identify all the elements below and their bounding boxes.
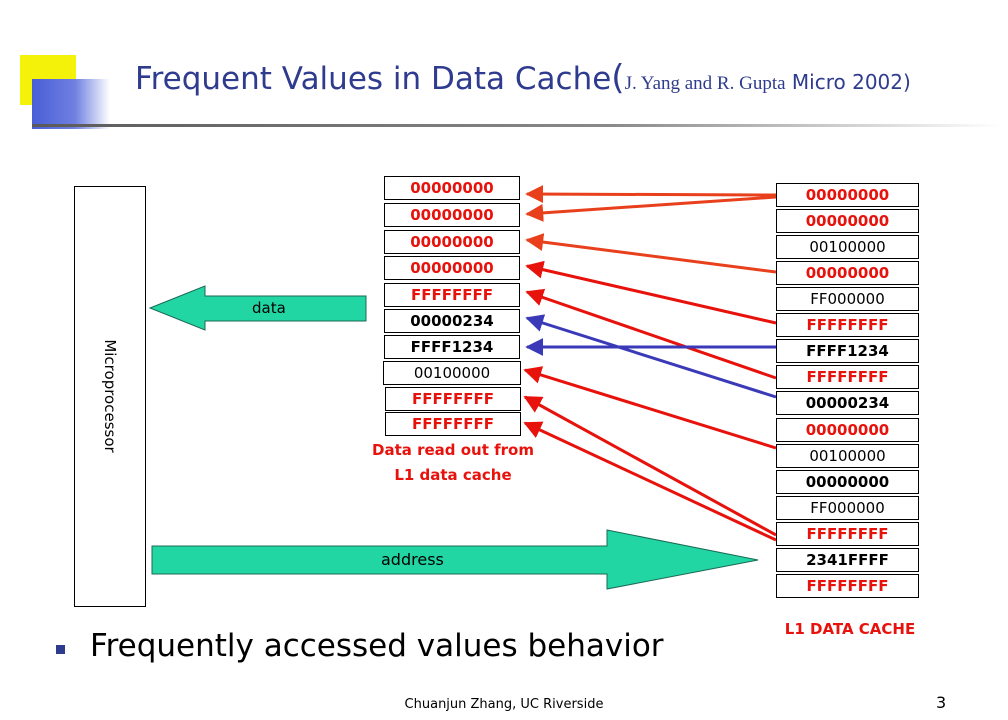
cache-cell: FF000000 <box>776 287 919 311</box>
connector-line <box>525 314 777 399</box>
cache-cell: 00000000 <box>776 418 919 442</box>
data-arrow-label: data <box>252 299 286 317</box>
readout-cell: FFFFFFFF <box>385 412 521 436</box>
connector-line <box>525 288 777 380</box>
data-arrow <box>148 285 367 331</box>
readout-caption-line2: L1 data cache <box>394 466 512 484</box>
readout-cell: 00000000 <box>384 176 520 200</box>
readout-cell: 00000000 <box>384 230 520 254</box>
readout-cell: FFFFFFFF <box>385 387 521 411</box>
cache-cell: 00000000 <box>776 183 919 207</box>
connector-line <box>525 195 777 222</box>
page-number: 3 <box>936 693 947 712</box>
slide-title: Frequent Values in Data Cache(J. Yang an… <box>135 58 911 98</box>
connector-line <box>525 233 777 274</box>
connector-line <box>523 421 777 542</box>
title-main: Frequent Values in Data Cache <box>135 61 612 97</box>
footer-text: Chuanjun Zhang, UC Riverside <box>404 697 604 712</box>
readout-cell: FFFF1234 <box>384 335 520 359</box>
cache-cell: 00100000 <box>776 444 919 468</box>
readout-cell: 00000000 <box>384 203 520 227</box>
cache-cell: FFFFFFFF <box>776 574 919 598</box>
readout-cell: 00100000 <box>383 361 521 385</box>
address-arrow-label: address <box>381 550 444 569</box>
title-paren: ( <box>611 58 625 98</box>
title-authors: J. Yang and R. Gupta <box>624 73 786 94</box>
readout-cell: 00000234 <box>384 309 520 333</box>
cache-cell: 00000234 <box>776 391 919 415</box>
cache-cell: FFFFFFFF <box>776 365 919 389</box>
cache-caption: L1 DATA CACHE <box>784 620 916 638</box>
cache-cell: 2341FFFF <box>776 548 919 572</box>
title-underline <box>32 124 1002 127</box>
cache-cell: FFFF1234 <box>776 339 919 363</box>
readout-caption-line1: Data read out from <box>372 441 534 459</box>
connector-line <box>525 260 777 325</box>
connector-line <box>523 395 777 537</box>
readout-cell: 00000000 <box>384 256 520 280</box>
microprocessor-label: Microprocessor <box>101 339 119 453</box>
cache-cell: 00000000 <box>776 209 919 233</box>
cache-cell: FF000000 <box>776 496 919 520</box>
cache-cell: FFFFFFFF <box>776 313 919 337</box>
title-venue: Micro 2002) <box>785 70 911 94</box>
readout-cell: FFFFFFFF <box>384 283 520 307</box>
bullet-text: Frequently accessed values behavior <box>90 628 664 664</box>
accent-blue-square <box>32 79 110 129</box>
connector-line <box>525 185 777 204</box>
address-arrow <box>151 529 759 590</box>
cache-cell: 00000000 <box>776 261 919 285</box>
cache-cell: FFFFFFFF <box>776 522 919 546</box>
cache-cell: 00000000 <box>776 470 919 494</box>
cache-cell: 00100000 <box>776 235 919 259</box>
microprocessor-box <box>74 186 146 607</box>
connector-line <box>523 366 777 450</box>
bullet-marker <box>56 645 65 654</box>
